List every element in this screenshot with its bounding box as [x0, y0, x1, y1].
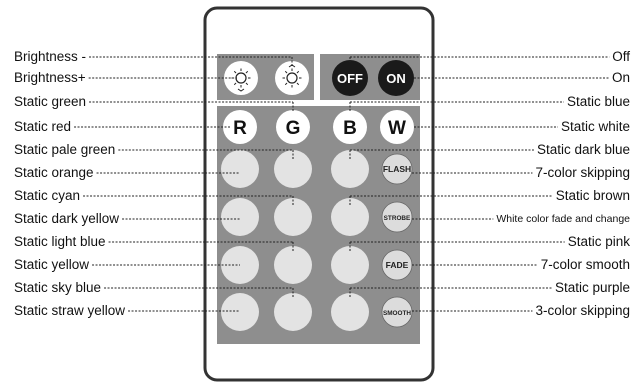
sun-ray	[284, 82, 288, 86]
left-label: Static yellow	[14, 257, 90, 272]
button-label: STROBE	[384, 215, 411, 222]
sun-ray	[296, 70, 300, 74]
button-face[interactable]	[381, 296, 413, 328]
color-button[interactable]	[331, 246, 369, 284]
right-label: 7-color skipping	[535, 165, 630, 180]
left-label: Static red	[14, 119, 72, 134]
left-label: Static light blue	[14, 234, 106, 249]
color-button[interactable]	[331, 150, 369, 188]
left-label: Static straw yellow	[14, 303, 126, 318]
left-label: Static green	[14, 94, 87, 109]
smooth-button[interactable]: SMOOTH	[381, 296, 413, 328]
button-face[interactable]	[381, 153, 413, 185]
arrow-mark	[237, 88, 245, 92]
off-button[interactable]: OFF	[332, 60, 368, 96]
r-button[interactable]: R	[223, 110, 257, 144]
left-label: Static dark yellow	[14, 211, 120, 226]
sun-ray	[245, 70, 249, 74]
button-label: W	[388, 118, 406, 139]
color-button[interactable]	[221, 293, 259, 331]
sun-ray	[245, 82, 249, 86]
right-label: Static brown	[555, 188, 630, 203]
button-label: B	[343, 118, 357, 139]
flash-button[interactable]: FLASH	[381, 153, 413, 185]
color-button[interactable]	[221, 150, 259, 188]
button-label: OFF	[337, 71, 363, 86]
on-button[interactable]: ON	[378, 60, 414, 96]
right-label: Static white	[560, 119, 630, 134]
sun-up-icon	[282, 64, 302, 88]
right-label: Off	[612, 49, 630, 64]
right-label: 3-color skipping	[535, 303, 630, 318]
button-label: SMOOTH	[383, 310, 411, 317]
sun-circle	[286, 72, 298, 84]
left-label: Brightness -	[14, 49, 87, 64]
color-button[interactable]	[274, 198, 312, 236]
button-face[interactable]	[332, 60, 368, 96]
button-face[interactable]	[378, 60, 414, 96]
sun-ray	[233, 70, 237, 74]
button-face[interactable]	[223, 110, 257, 144]
button-face[interactable]	[380, 110, 414, 144]
right-label: Static blue	[566, 94, 630, 109]
button-label: R	[233, 118, 247, 139]
w-button[interactable]: W	[380, 110, 414, 144]
right-label: Static purple	[554, 280, 630, 295]
left-label: Static cyan	[14, 188, 81, 203]
button-face[interactable]	[381, 201, 413, 233]
b-button[interactable]: B	[333, 110, 367, 144]
button-face[interactable]	[333, 110, 367, 144]
button-face[interactable]	[276, 110, 310, 144]
left-label: Brightness+	[14, 70, 86, 85]
right-label: On	[611, 70, 630, 85]
button-label: ON	[386, 71, 406, 86]
left-label: Static pale green	[14, 142, 116, 157]
left-label: Static orange	[14, 165, 94, 180]
color-button[interactable]	[331, 293, 369, 331]
right-label: White color fade and change	[496, 213, 630, 225]
button-face[interactable]	[275, 61, 309, 95]
left-label: Static sky blue	[14, 280, 102, 295]
sun-ray	[296, 82, 300, 86]
strobe-button[interactable]: STROBE	[381, 201, 413, 233]
sun-ray	[284, 70, 288, 74]
button-label: FLASH	[383, 164, 411, 174]
right-label: Static dark blue	[536, 142, 630, 157]
button-label: G	[286, 118, 301, 139]
color-button[interactable]	[331, 198, 369, 236]
sun-ray	[233, 82, 237, 86]
brightness-plus-button[interactable]	[275, 61, 309, 95]
right-label: 7-color smooth	[540, 257, 630, 272]
right-label: Static pink	[567, 234, 630, 249]
g-button[interactable]: G	[276, 110, 310, 144]
color-button[interactable]	[221, 198, 259, 236]
button-face[interactable]	[224, 61, 258, 95]
fade-button[interactable]: FADE	[381, 249, 413, 281]
color-button[interactable]	[274, 150, 312, 188]
color-button[interactable]	[274, 293, 312, 331]
color-button[interactable]	[274, 246, 312, 284]
button-label: FADE	[386, 260, 409, 270]
